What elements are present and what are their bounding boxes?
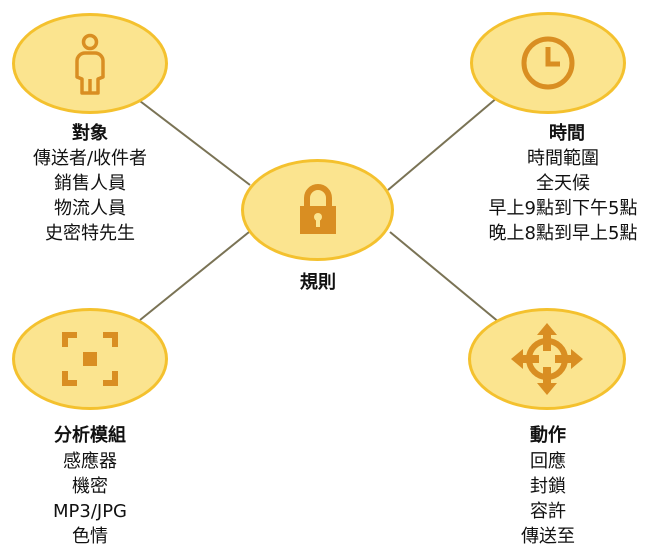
- list-item: 銷售人員: [54, 173, 126, 194]
- subjects-node: [12, 13, 168, 114]
- list-item: 回應: [530, 451, 566, 472]
- list-item: MP3/JPG: [52, 501, 127, 522]
- list-item: 時間範圍: [527, 148, 599, 169]
- list-item: 感應器: [63, 451, 117, 472]
- clock-icon: [521, 36, 575, 90]
- analysis-item-list: 感應器 機密 MP3/JPG 色情: [0, 449, 180, 549]
- actions-title: 動作: [530, 425, 566, 446]
- list-item: 早上9點到下午5點: [488, 198, 638, 219]
- list-item: 色情: [72, 526, 108, 547]
- subjects-item-list: 傳送者/收件者 銷售人員 物流人員 史密特先生: [0, 146, 180, 246]
- list-item: 封鎖: [530, 476, 566, 497]
- time-title: 時間: [549, 123, 585, 144]
- actions-node: [468, 308, 626, 410]
- list-item: 容許: [530, 501, 566, 522]
- move-arrows-icon: [511, 323, 583, 395]
- time-node: [470, 12, 626, 114]
- analysis-node: [12, 308, 168, 410]
- connector-center-to-actions: [389, 231, 501, 324]
- list-item: 全天候: [536, 173, 590, 194]
- connector-center-to-analysis: [139, 227, 255, 321]
- center-node: [241, 159, 394, 261]
- list-item: 晚上8點到早上5點: [488, 223, 638, 244]
- center-title: 規則: [300, 272, 336, 293]
- actions-item-list: 回應 封鎖 容許 傳送至: [458, 449, 638, 549]
- padlock-icon: [299, 184, 336, 234]
- list-item: 傳送者/收件者: [32, 148, 148, 169]
- connector-center-to-time: [387, 96, 499, 191]
- focus-frame-icon: [62, 332, 118, 386]
- analysis-title: 分析模組: [54, 425, 126, 446]
- subjects-title: 對象: [72, 123, 108, 144]
- list-item: 史密特先生: [45, 223, 135, 244]
- time-item-list: 時間範圍 全天候 早上9點到下午5點 晚上8點到早上5點: [472, 146, 654, 246]
- person-icon: [75, 33, 105, 95]
- list-item: 傳送至: [521, 526, 575, 547]
- list-item: 物流人員: [54, 198, 126, 219]
- list-item: 機密: [72, 476, 108, 497]
- connector-center-to-subjects: [135, 97, 251, 186]
